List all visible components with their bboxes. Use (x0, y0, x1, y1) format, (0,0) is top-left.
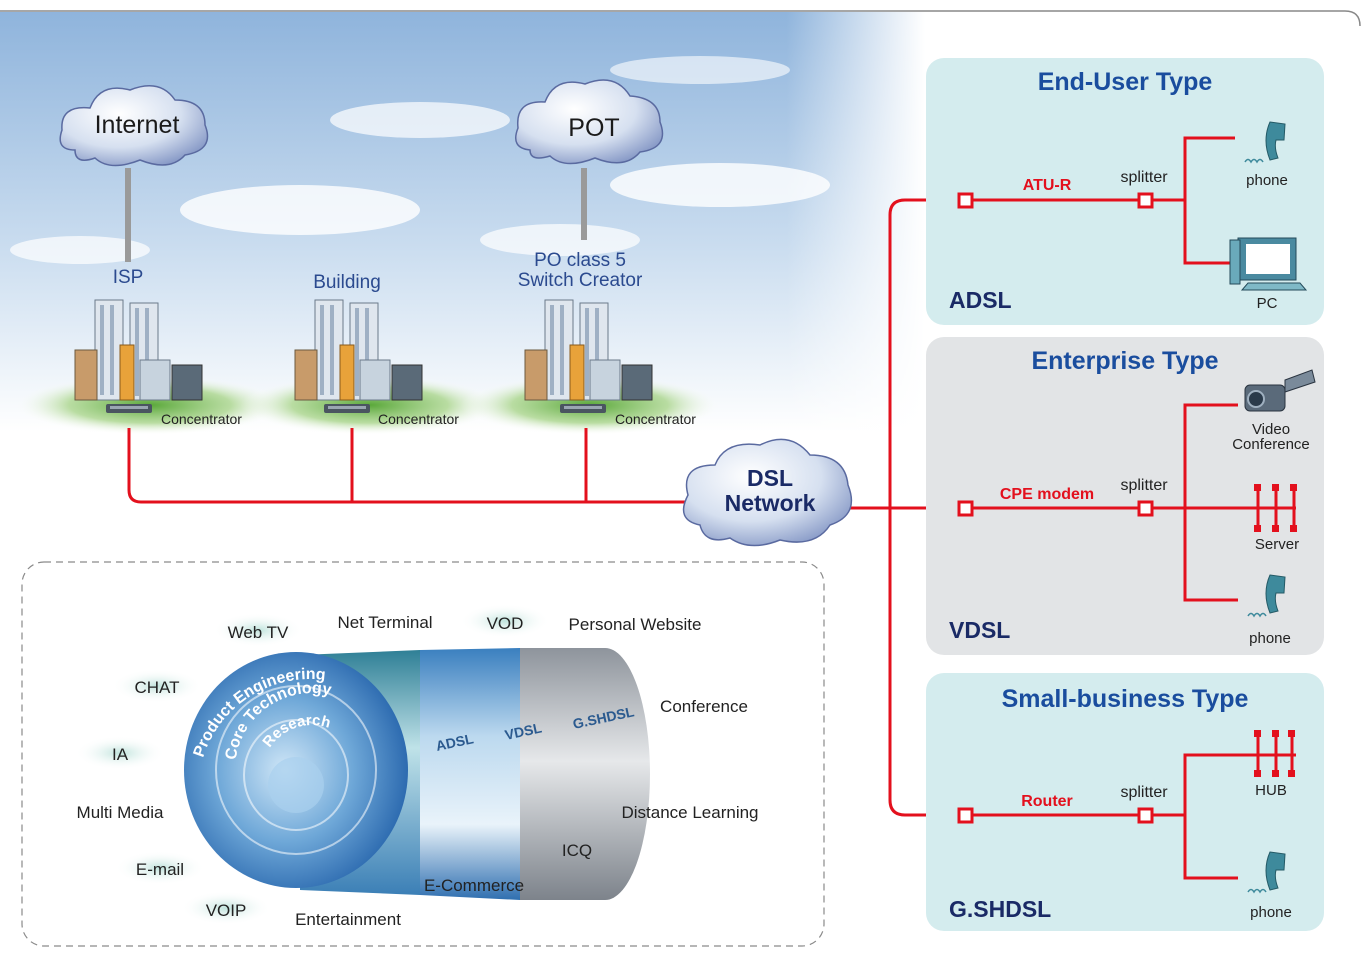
dsl-network-label-line1: DSL (747, 465, 793, 491)
pc-icon (1229, 237, 1308, 291)
server-label: Server (1255, 536, 1299, 553)
enterprise-title: Enterprise Type (1031, 347, 1218, 375)
internet-label: Internet (95, 111, 180, 139)
app-chat: CHAT (134, 678, 179, 697)
app-conference: Conference (660, 697, 748, 716)
phone-icon (1247, 851, 1286, 894)
app-distance-learning: Distance Learning (621, 803, 758, 822)
router-label: Router (1021, 793, 1073, 810)
pot-cloud: POT (515, 79, 664, 240)
vdsl-tech-label: VDSL (949, 617, 1010, 643)
pot-label: POT (568, 114, 619, 142)
building-label: Building (313, 272, 381, 293)
gshdsl-tech-label: G.SHDSL (949, 896, 1051, 922)
phone-icon (1247, 574, 1286, 618)
phone-label-1: phone (1246, 172, 1288, 189)
dsl-network-label-line2: Network (725, 490, 816, 516)
po-label-line1: PO class 5 (534, 250, 626, 271)
app-personal-website: Personal Website (569, 615, 702, 634)
phone-label-2: phone (1249, 630, 1291, 647)
concentrator-label-isp: Concentrator (161, 411, 242, 427)
technology-box: Product Engineering Core Technology Rese… (21, 561, 825, 947)
end-user-title: End-User Type (1038, 68, 1213, 96)
app-multi-media: Multi Media (77, 803, 164, 822)
hub-label: HUB (1255, 782, 1287, 799)
isp-buildings-icon (15, 299, 285, 435)
server-icon (1254, 484, 1297, 532)
concentrator-label-po: Concentrator (615, 411, 696, 427)
sky-background (0, 12, 925, 432)
pc-label: PC (1257, 295, 1278, 312)
phone-label-3: phone (1250, 904, 1292, 921)
splitter-label-1: splitter (1120, 169, 1168, 186)
small-business-title: Small-business Type (1002, 685, 1249, 713)
internet-cloud: Internet (59, 85, 209, 262)
app-web-tv: Web TV (228, 623, 289, 642)
building-buildings-icon (240, 299, 500, 435)
app-ia: IA (112, 745, 129, 764)
dsl-network-cloud: DSL Network (682, 438, 853, 547)
splitter-label-2: splitter (1120, 477, 1168, 494)
cpe-modem-label: CPE modem (1000, 486, 1094, 503)
phone-icon (1244, 121, 1286, 164)
segment-label-vdsl: VDSL (503, 719, 543, 743)
app-email: E-mail (136, 860, 184, 879)
video-camera-icon (1244, 369, 1316, 412)
app-icq: ICQ (562, 841, 592, 860)
hub-icon (1250, 730, 1296, 777)
po-label-line2: Switch Creator (518, 270, 643, 291)
concentrator-label-building: Concentrator (378, 411, 459, 427)
adsl-tech-label: ADSL (949, 287, 1012, 313)
po-buildings-icon (460, 299, 720, 435)
segment-label-adsl: ADSL (434, 730, 475, 754)
app-net-terminal: Net Terminal (337, 613, 432, 632)
atu-r-label: ATU-R (1023, 177, 1072, 194)
small-business-panel: Small-business Type G.SHDSL Router split… (926, 673, 1324, 931)
enterprise-panel: Enterprise Type VDSL CPE modem splitter … (926, 337, 1324, 655)
video-label-line2: Conference (1232, 436, 1310, 453)
app-vod: VOD (487, 614, 524, 633)
end-user-panel: End-User Type ADSL ATU-R splitter phone … (926, 58, 1324, 325)
app-voip: VOIP (206, 901, 247, 920)
splitter-label-3: splitter (1120, 784, 1168, 801)
video-label-line1: Video (1252, 421, 1290, 438)
technology-tube (184, 648, 650, 900)
app-entertainment: Entertainment (295, 910, 401, 929)
app-e-commerce: E-Commerce (424, 876, 524, 895)
frame-border (0, 10, 1361, 27)
isp-label: ISP (113, 267, 144, 288)
